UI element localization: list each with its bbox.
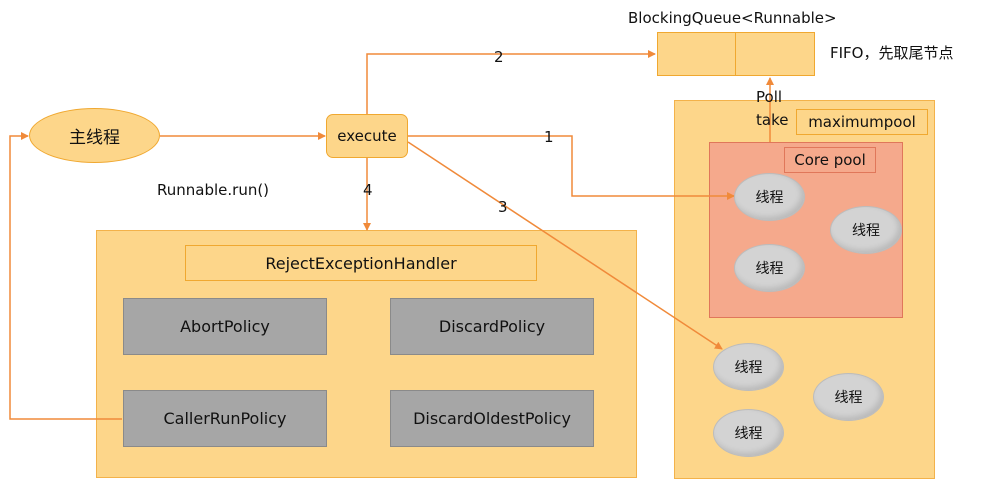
queue-note: FIFO，先取尾节点 bbox=[830, 44, 954, 62]
execute-label: execute bbox=[337, 127, 397, 145]
arrow-label-3: 3 bbox=[498, 198, 508, 216]
arrow-label-1: 1 bbox=[544, 128, 554, 146]
execute-node: execute bbox=[326, 114, 408, 158]
core-pool-label: Core pool bbox=[784, 147, 876, 173]
max-thread-3: 线程 bbox=[713, 409, 784, 457]
caller-run-policy: CallerRunPolicy bbox=[123, 390, 327, 447]
abort-policy: AbortPolicy bbox=[123, 298, 327, 355]
arrow-1-to-core bbox=[408, 135, 735, 200]
reject-handler-title: RejectExceptionHandler bbox=[185, 245, 537, 281]
discard-policy: DiscardPolicy bbox=[390, 298, 594, 355]
queue-slot-2 bbox=[735, 32, 815, 76]
core-thread-2: 线程 bbox=[830, 206, 902, 254]
arrow-label-2: 2 bbox=[494, 48, 504, 66]
queue-title: BlockingQueue<Runnable> bbox=[628, 9, 837, 27]
poll-label: Poll bbox=[756, 88, 783, 106]
runnable-run-label: Runnable.run() bbox=[157, 181, 270, 199]
arrow-caller-runs-loop bbox=[9, 132, 122, 420]
maximum-pool-label: maximumpool bbox=[796, 109, 928, 135]
queue-slot-1 bbox=[657, 32, 736, 76]
take-label: take bbox=[756, 111, 789, 129]
arrow-label-4: 4 bbox=[363, 181, 373, 199]
max-thread-1: 线程 bbox=[713, 343, 784, 391]
main-thread-label: 主线程 bbox=[69, 128, 120, 148]
arrow-2-to-queue bbox=[366, 50, 656, 114]
max-thread-2: 线程 bbox=[813, 373, 884, 421]
discard-oldest-policy: DiscardOldestPolicy bbox=[390, 390, 594, 447]
arrow-3-to-maxpool bbox=[407, 141, 723, 350]
core-thread-1: 线程 bbox=[734, 173, 805, 221]
main-thread-node: 主线程 bbox=[29, 108, 160, 163]
core-thread-3: 线程 bbox=[734, 244, 805, 292]
